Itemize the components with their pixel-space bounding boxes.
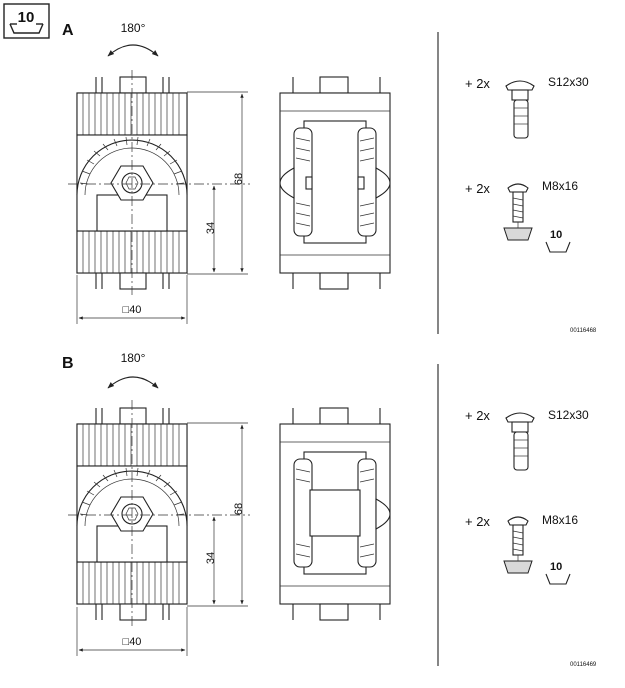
slot-size-badge-icon	[3, 3, 50, 39]
part-name: S12x30	[548, 408, 589, 422]
part-name: S12x30	[548, 75, 589, 89]
half-height-dimension: 34	[205, 552, 217, 564]
figure-code: 00116468	[570, 328, 597, 334]
slot-profile-icon	[545, 241, 571, 253]
slot-label: 10	[550, 229, 562, 241]
screw-m8x16-icon	[503, 183, 533, 241]
section-a: A 180° 68 34 □40 + 2x S12x30 + 2x	[62, 21, 597, 334]
screw-m8x16-icon	[503, 516, 533, 574]
part-name: M8x16	[542, 179, 578, 193]
figure-code: 00116469	[570, 662, 597, 668]
width-dimension: □40	[123, 636, 142, 648]
rotation-arrow-icon	[107, 44, 159, 57]
rotation-label: 180°	[121, 351, 146, 365]
screw-s12x30-icon	[505, 80, 535, 139]
section-letter: A	[62, 22, 74, 39]
part-quantity: + 2x	[465, 408, 490, 423]
height-dimension: 68	[233, 173, 245, 185]
height-dimension: 68	[233, 503, 245, 515]
section-b: B 180° 68 34 □40 + 2x S12x30 + 2x M8x16	[62, 351, 597, 668]
rotation-label: 180°	[121, 21, 146, 35]
part-quantity: + 2x	[465, 181, 490, 196]
side-view-drawing	[279, 76, 391, 290]
width-dimension: □40	[123, 304, 142, 316]
side-view-drawing	[279, 407, 391, 621]
part-quantity: + 2x	[465, 514, 490, 529]
slot-profile-icon	[545, 573, 571, 585]
rotation-arrow-icon	[107, 376, 159, 389]
slot-label: 10	[550, 561, 562, 573]
part-quantity: + 2x	[465, 76, 490, 91]
badge-label: 10	[18, 9, 35, 26]
part-name: M8x16	[542, 513, 578, 527]
screw-s12x30-icon	[505, 412, 535, 471]
half-height-dimension: 34	[205, 222, 217, 234]
section-letter: B	[62, 355, 74, 372]
